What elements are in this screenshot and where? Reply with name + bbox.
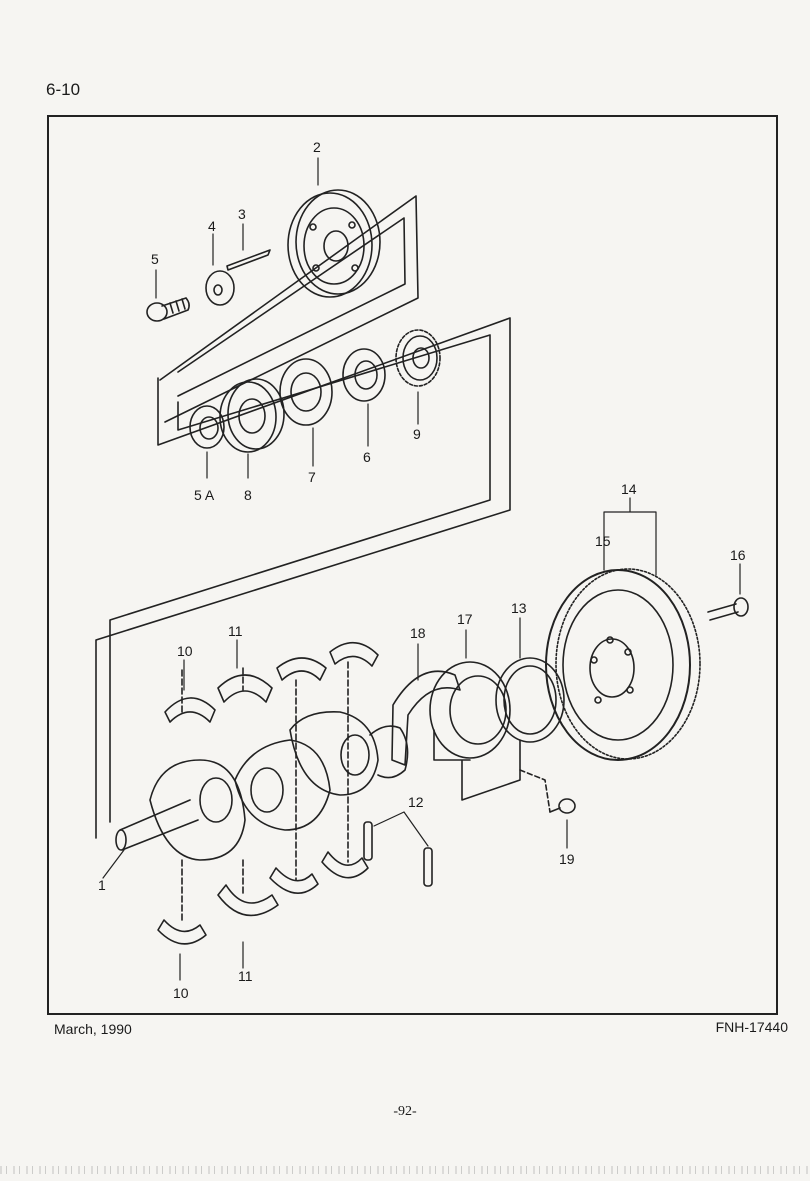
callout-13: 13 xyxy=(511,600,527,616)
callout-4: 4 xyxy=(208,218,216,234)
callout-3: 3 xyxy=(238,206,246,222)
gasket-7 xyxy=(279,358,333,426)
section-number: 6-10 xyxy=(46,80,81,99)
seal-carrier-17 xyxy=(429,661,521,801)
callout-5a: 5 A xyxy=(194,487,215,503)
crank-gear-9 xyxy=(395,329,441,387)
callout-12: 12 xyxy=(408,794,424,810)
flywheel-15 xyxy=(545,568,701,761)
crankshaft-1 xyxy=(115,711,409,861)
callout-1: 1 xyxy=(98,877,106,893)
gear-group-bracket xyxy=(95,317,511,839)
seal-5a xyxy=(189,405,225,449)
washer-6 xyxy=(342,348,386,402)
callout-labels: 2 3 4 5 5 A 8 7 6 9 14 15 16 13 17 18 11… xyxy=(98,139,746,1001)
rear-seal-13 xyxy=(495,657,565,743)
bolt-19 xyxy=(519,769,576,814)
callout-18: 18 xyxy=(410,625,426,641)
retainer-18 xyxy=(391,670,461,766)
diagram-frame xyxy=(47,115,778,1015)
front-cover-8 xyxy=(219,378,285,453)
callout-6: 6 xyxy=(363,449,371,465)
callout-10-bottom: 10 xyxy=(173,985,189,1001)
callout-11-top: 11 xyxy=(228,623,243,639)
dowel-pins-12 xyxy=(363,821,433,887)
reference-number: FNH-17440 xyxy=(715,1019,788,1035)
revision-date: March, 1990 xyxy=(54,1021,132,1037)
callout-9: 9 xyxy=(413,426,421,442)
callout-11-bottom: 11 xyxy=(238,968,253,984)
bolt-5 xyxy=(146,297,190,322)
scan-artifact xyxy=(0,1166,810,1174)
callout-2: 2 xyxy=(313,139,321,155)
callout-14: 14 xyxy=(621,481,637,497)
callout-7: 7 xyxy=(308,469,316,485)
callout-17: 17 xyxy=(457,611,473,627)
callout-8: 8 xyxy=(244,487,252,503)
page-number: -92- xyxy=(393,1104,417,1119)
callout-10-top: 10 xyxy=(177,643,193,659)
callout-19: 19 xyxy=(559,851,575,867)
key-3 xyxy=(226,249,271,271)
flywheel-bolt-16 xyxy=(707,597,749,621)
pulley-group-bracket xyxy=(159,195,419,423)
upper-bearing-shells xyxy=(164,641,379,723)
callout-16: 16 xyxy=(730,547,746,563)
callout-5: 5 xyxy=(151,251,159,267)
lower-bearing-shells xyxy=(157,851,369,945)
callout-15: 15 xyxy=(595,533,611,549)
pulley-2 xyxy=(287,189,381,298)
washer-4 xyxy=(205,270,235,306)
